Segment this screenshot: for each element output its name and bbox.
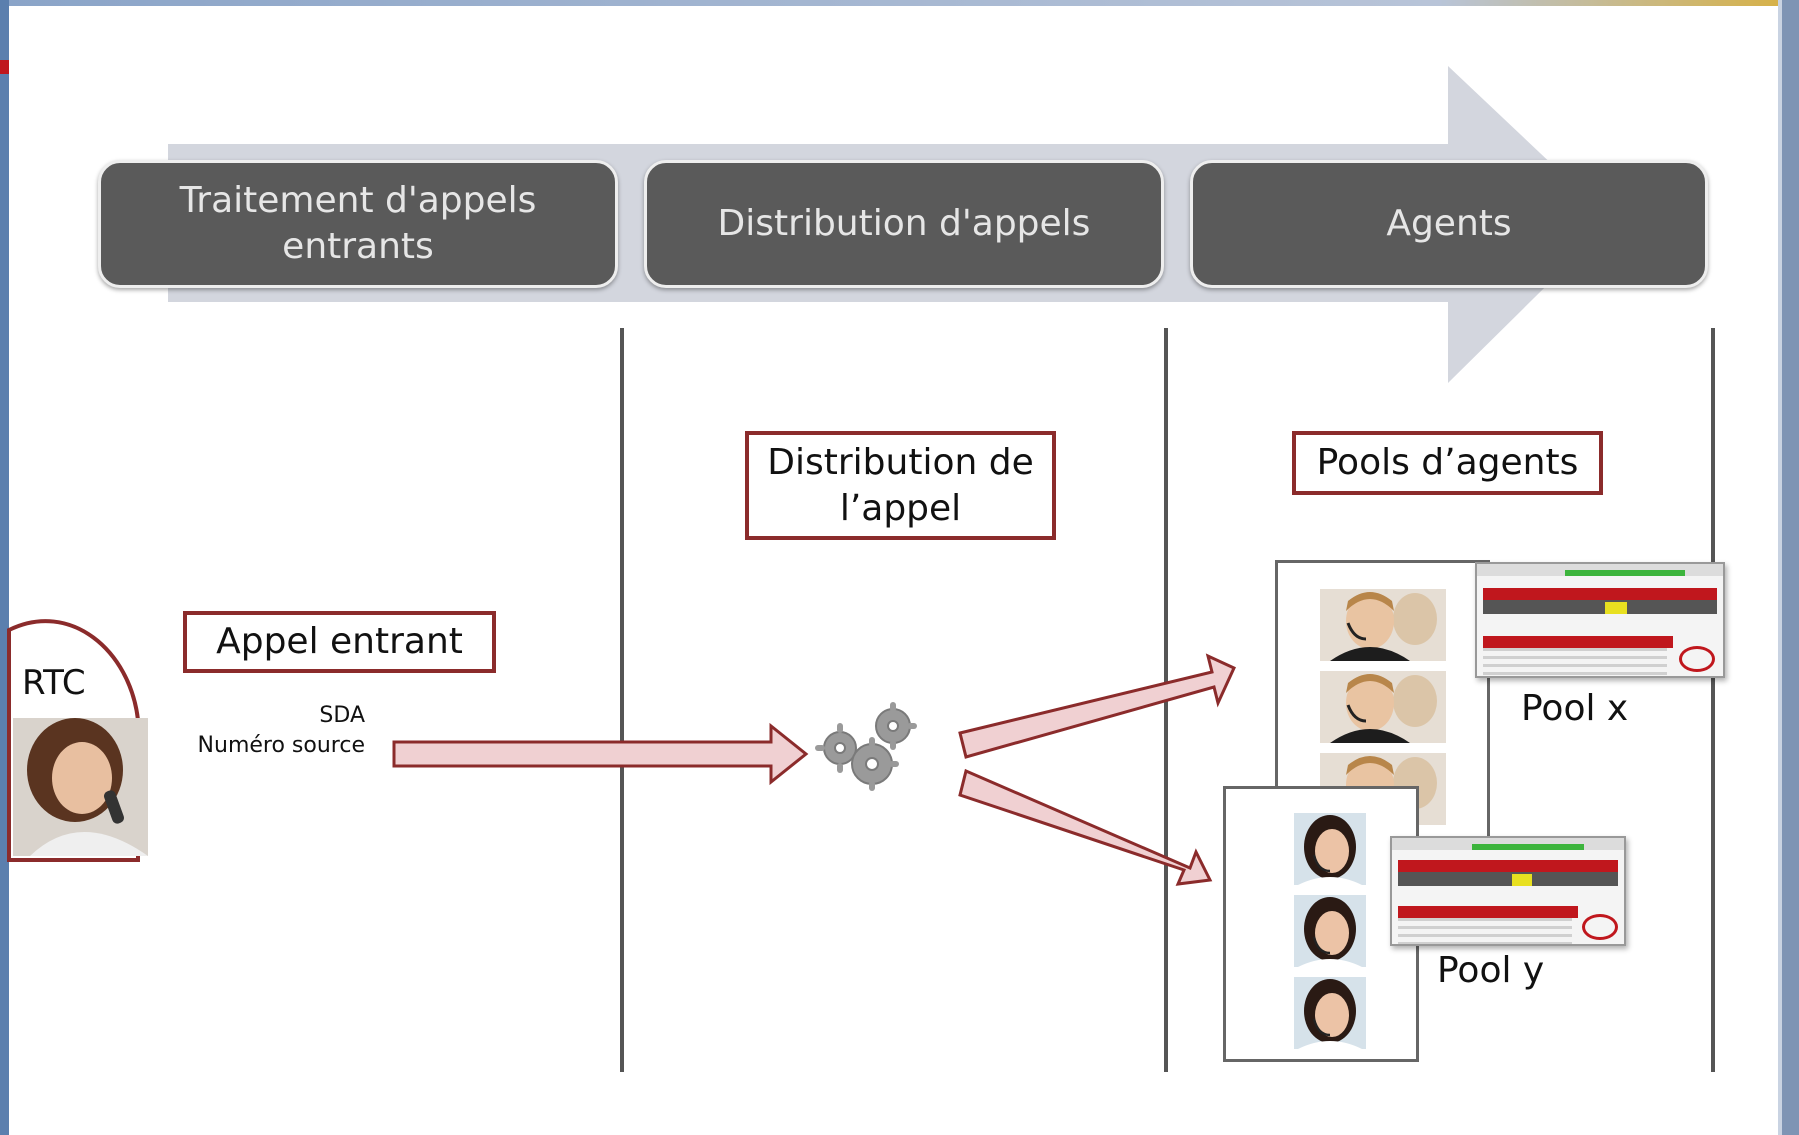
- appel-entrant-label: Appel entrant: [216, 621, 463, 662]
- arrow-to-pool-x: [958, 653, 1236, 759]
- numero-source-label: Numéro source: [197, 733, 365, 758]
- phase-traitement: Traitement d'appels entrants: [98, 160, 618, 288]
- pool-y-label: Pool y: [1437, 950, 1545, 991]
- phase-distribution: Distribution d'appels: [644, 160, 1164, 288]
- frame-right-inner: [1778, 0, 1782, 1135]
- rtc-label: RTC: [22, 663, 86, 703]
- phase-agents: Agents: [1190, 160, 1708, 288]
- distribution-box: Distribution de l’appel: [745, 431, 1056, 540]
- sda-label: SDA: [319, 703, 365, 728]
- pool-x-dashboard-screenshot: [1475, 562, 1725, 678]
- pool-x-label: Pool x: [1521, 688, 1629, 729]
- phase-distribution-label: Distribution d'appels: [717, 203, 1091, 244]
- phase-agents-label: Agents: [1386, 203, 1512, 244]
- distribution-label: Distribution de l’appel: [767, 441, 1034, 529]
- incoming-call-arrow: [392, 722, 809, 786]
- gears-icon: [815, 702, 917, 791]
- pool-y-agent-card: [1223, 786, 1419, 1062]
- frame-left-edge: [0, 0, 9, 1135]
- frame-right-edge: [1782, 0, 1799, 1135]
- female-agent-headset-icon: [1294, 813, 1366, 885]
- woman-on-phone-icon: [13, 718, 148, 856]
- female-agent-headset-icon: [1294, 895, 1366, 967]
- pools-agents-box: Pools d’agents: [1292, 431, 1603, 495]
- appel-entrant-box: Appel entrant: [183, 611, 496, 673]
- arrow-to-pool-y: [958, 768, 1213, 886]
- pools-agents-label: Pools d’agents: [1316, 442, 1579, 483]
- phase-traitement-label: Traitement d'appels entrants: [179, 180, 537, 267]
- male-agent-headset-icon: [1320, 671, 1446, 743]
- female-agent-headset-icon: [1294, 977, 1366, 1049]
- frame-top-edge: [0, 0, 1799, 6]
- male-agent-headset-icon: [1320, 589, 1446, 661]
- pool-y-dashboard-screenshot: [1390, 836, 1626, 946]
- frame-left-accent: [0, 60, 9, 74]
